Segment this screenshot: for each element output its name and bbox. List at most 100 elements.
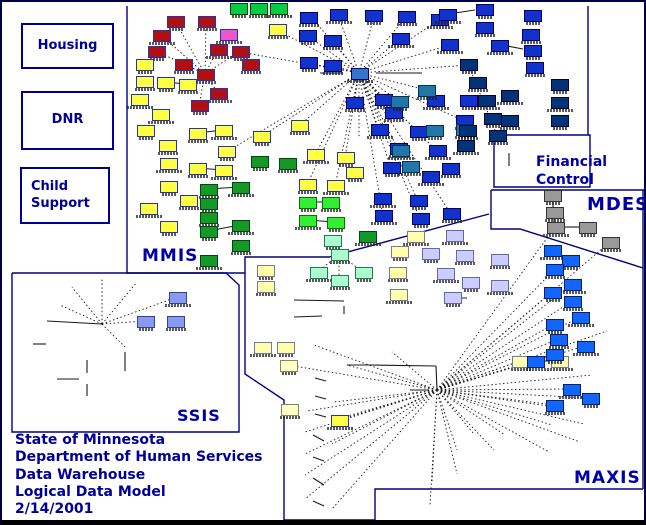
entity-label-smudge [259,277,273,280]
entity-node [397,11,417,26]
entity-node [200,226,218,241]
entity-node [199,184,219,199]
entity-node [490,254,510,269]
entity-node [460,95,478,110]
entity-node [295,215,321,230]
entity-label-smudge [211,177,237,180]
entity-node [166,316,186,331]
connector-line [436,360,521,391]
entity-label-smudge [199,224,219,227]
entity-label-smudge [545,412,565,415]
entity-node [330,249,350,264]
connector-line [312,456,325,462]
entity-label-smudge [197,28,217,31]
entity-label-smudge [385,174,399,177]
entity-label-smudge [306,279,332,282]
entity-label-smudge [326,247,340,250]
entity-label-smudge [188,175,208,178]
connector-line [204,50,241,75]
legend-box-dnr: DNR [21,91,114,150]
entity-label-smudge [231,252,251,255]
entity-node [303,149,329,164]
entity-label-smudge [326,21,352,24]
entity-node [551,79,569,94]
entity-label-smudge [206,100,232,103]
credit-line-1: State of Minnesota [15,432,166,448]
entity-node [475,22,495,37]
entity-node [327,217,345,232]
entity-node [327,415,353,430]
credit-line-3: Data Warehouse [15,466,146,483]
entity-label-smudge [232,15,246,18]
entity-label-smudge [174,71,194,74]
entity-node [525,62,545,77]
entity-label-smudge [348,179,362,182]
entity-node [544,190,562,205]
entity-label-smudge [228,194,254,197]
connector-line [306,72,360,186]
entity-node [228,220,254,235]
connector-line [287,364,438,391]
connector-line [304,389,438,500]
entity-label-smudge [486,125,500,128]
entity-label-smudge [139,137,153,140]
entity-node [197,16,217,31]
connector-line [436,388,572,391]
legend-box-housing: Housing [21,23,114,69]
entity-node [178,79,198,94]
connector-line [436,389,458,475]
entity-label-smudge [158,152,178,155]
entity-node [249,3,269,18]
entity-label-smudge [282,372,296,375]
entity-node [167,16,185,31]
entity-label-smudge [601,249,621,252]
entity-node [251,156,269,171]
entity-node [326,9,352,24]
entity-node [458,125,478,140]
entity-label-smudge [543,234,569,237]
connector-line [358,72,384,217]
entity-node [388,33,414,48]
entity-label-smudge [427,26,453,29]
connector-line [304,389,438,455]
entity-label-smudge [302,69,316,72]
entity-node [521,29,541,44]
region-label-maxis: MAXIS [574,468,641,488]
entity-label-smudge [268,36,288,39]
entity-label-smudge [149,42,175,45]
entity-label-smudge [249,15,269,18]
entity-node [191,100,209,115]
entity-label-smudge [370,205,396,208]
entity-label-smudge [464,289,478,292]
entity-node [441,163,461,178]
entity-node [157,77,175,92]
entity-node [433,268,459,283]
entity-label-smudge [280,416,300,419]
connector-line [314,377,327,382]
entity-label-smudge [299,24,319,27]
entity-label-smudge [127,106,153,109]
entity-label-smudge [162,193,176,196]
connector-line [436,360,536,391]
entity-node [156,158,182,173]
connector-line [46,320,103,325]
entity-node [437,39,463,54]
entity-label-smudge [488,142,508,145]
entity-node [462,277,480,292]
connector-line [436,271,553,391]
connector-line [101,281,138,325]
legend-label-dnr: DNR [51,112,84,128]
entity-node [158,140,178,155]
entity-label-smudge [179,207,199,210]
entity-label-smudge [545,276,565,279]
connector-line [467,63,498,136]
entity-node [367,124,393,139]
entity-label-smudge [136,215,162,218]
legend-box-child-support: Child Support [20,167,110,224]
entity-node [135,76,155,91]
entity-label-smudge [478,16,492,19]
entity-node [386,289,412,304]
entity-node [562,255,580,270]
entity-node [290,120,310,135]
